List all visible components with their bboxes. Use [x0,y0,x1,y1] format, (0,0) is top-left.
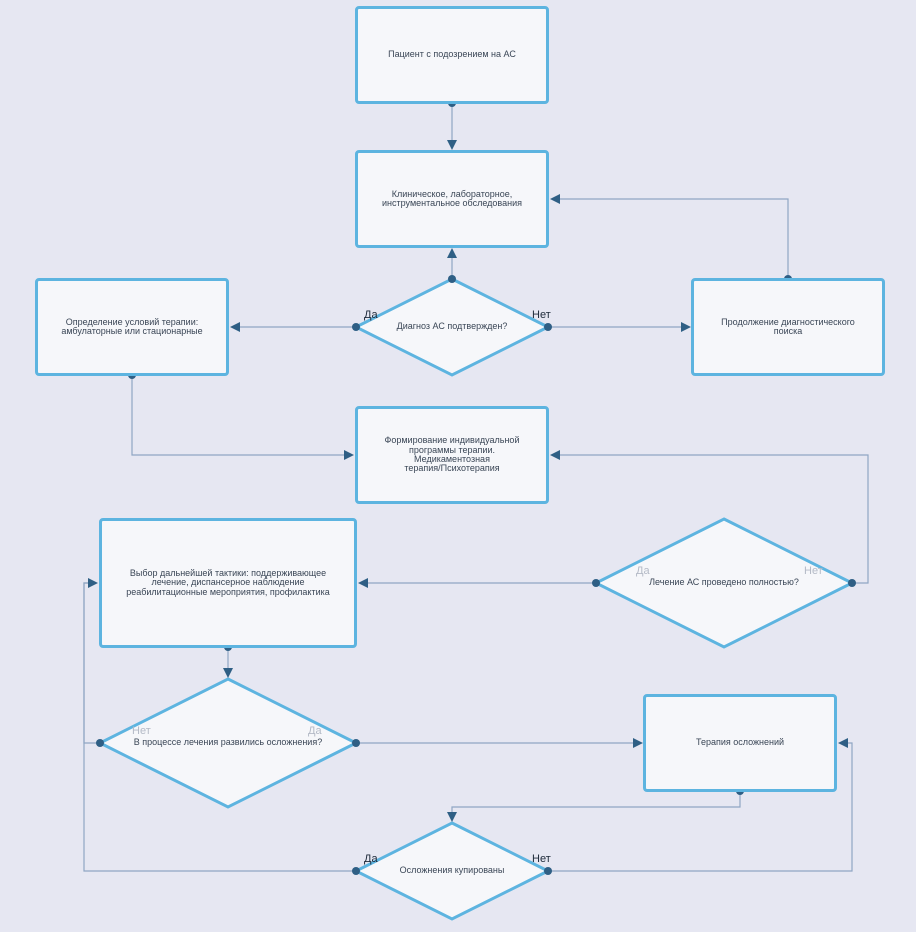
node-diagnostic-search[interactable]: Продолжение диагностического поиска [691,278,885,376]
decision-shapes [96,277,856,921]
port-dot [848,579,856,587]
node-examinations[interactable]: Клиническое, лабораторное, инструменталь… [355,150,549,248]
arrowhead-icon [344,450,354,460]
arrowhead-icon [230,322,240,332]
port-dot [352,867,360,875]
arrowhead-icon [550,194,560,204]
arrowhead-icon [838,738,848,748]
arrowhead-icon [447,248,457,258]
label-d4-no: Нет [532,853,551,865]
port-dot [544,323,552,331]
decision-d1-shape[interactable] [352,277,552,377]
connector-n3-n5 [131,375,347,456]
arrowhead-icon [550,450,560,460]
connector-d3-n6 [83,582,100,744]
node-therapy-program[interactable]: Формирование индивидуальной программы те… [355,406,549,504]
port-dot [352,739,360,747]
decision-diagnosis-confirmed: Диагноз АС подтвержден? [396,321,508,332]
arrowhead-icon [88,578,98,588]
connector-d4-n7 [548,742,853,872]
decision-complications-resolved: Осложнения купированы [399,865,505,876]
label-d1-yes: Да [364,309,378,321]
connector-n7-d4 [451,791,741,815]
decision-complications-developed: В процессе лечения развились осложнения? [133,737,323,748]
node-complications-therapy[interactable]: Терапия осложнений [643,694,837,792]
connector-d4-n6 [83,582,356,872]
node-further-tactics[interactable]: Выбор дальнейшей тактики: поддерживающее… [99,518,357,648]
label-d2-yes: Да [636,565,650,577]
decision-d3-shape[interactable] [96,677,360,809]
label-d4-yes: Да [364,853,378,865]
port-dot [352,323,360,331]
arrowhead-icon [447,140,457,150]
label-d3-yes: Да [308,725,322,737]
connector-d2-n5 [557,454,869,584]
decision-d2-shape[interactable] [592,517,856,649]
port-dot [448,275,456,283]
port-dot [544,867,552,875]
label-d1-no: Нет [532,309,551,321]
connectors [83,103,869,872]
node-therapy-conditions[interactable]: Определение условий терапии: амбулаторны… [35,278,229,376]
connector-n4-n2 [557,198,789,279]
decision-treatment-complete: Лечение АС проведено полностью? [649,577,799,588]
decision-d4-shape[interactable] [352,821,552,921]
port-dot [592,579,600,587]
arrowhead-icon [447,812,457,822]
label-d2-no: Нет [804,565,823,577]
arrowhead-icon [358,578,368,588]
node-patient-suspected[interactable]: Пациент с подозрением на АС [355,6,549,104]
arrowheads [88,140,848,822]
arrowhead-icon [681,322,691,332]
arrowhead-icon [223,668,233,678]
arrowhead-icon [633,738,643,748]
label-d3-no: Нет [132,725,151,737]
port-dot [96,739,104,747]
